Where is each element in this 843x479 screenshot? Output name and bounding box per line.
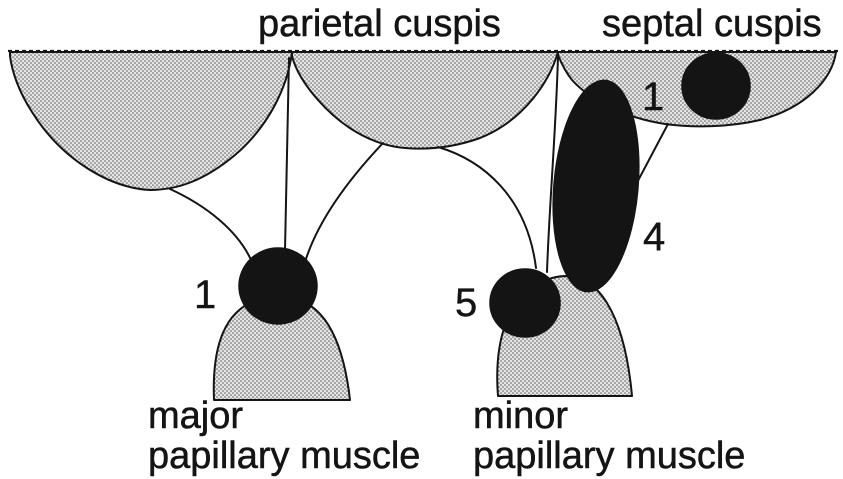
parietal-cusp-left-lobe bbox=[10, 52, 292, 190]
chorda-right-to-major bbox=[305, 143, 383, 262]
chorda-center-to-major bbox=[285, 58, 289, 250]
chorda-left-to-major bbox=[170, 189, 252, 262]
ellipse-number: 4 bbox=[643, 215, 665, 259]
septal-cusp-number: 1 bbox=[642, 75, 664, 119]
minor-label-line1: minor bbox=[473, 395, 568, 437]
major-muscle-number: 1 bbox=[194, 273, 216, 317]
septal-cusp-black-circle bbox=[682, 53, 750, 119]
parietal-cuspis-label: parietal cuspis bbox=[258, 3, 501, 45]
minor-muscle-black-circle bbox=[490, 269, 560, 337]
chorda-parietal-to-minor bbox=[438, 147, 536, 268]
septal-cuspis-label: septal cuspis bbox=[602, 3, 822, 45]
major-label-line1: major bbox=[148, 395, 243, 437]
major-muscle-black-circle bbox=[239, 248, 317, 324]
minor-muscle-number: 5 bbox=[455, 281, 477, 325]
minor-label-line2: papillary muscle bbox=[473, 435, 745, 477]
major-label-line2: papillary muscle bbox=[148, 435, 420, 477]
parietal-cusp-right-lobe bbox=[292, 52, 558, 149]
